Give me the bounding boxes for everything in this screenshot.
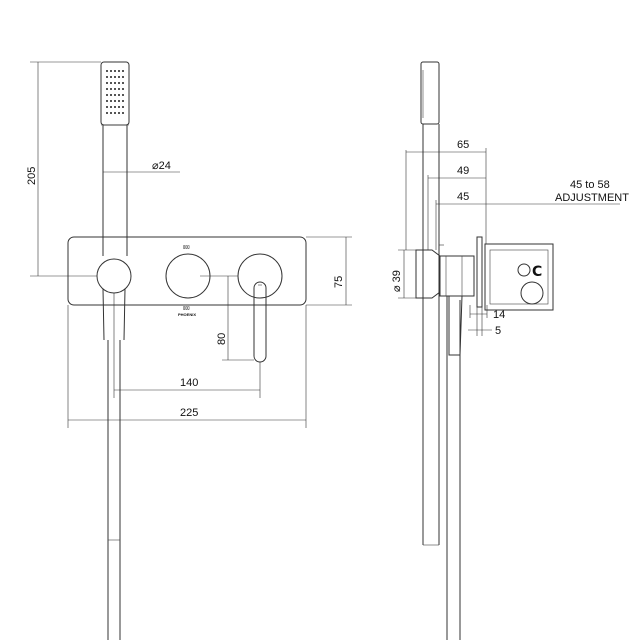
dim-75-label: 75 bbox=[333, 276, 345, 288]
dim-65-label: 65 bbox=[457, 139, 469, 151]
dim-diameter-39: ⌀ 39 bbox=[391, 249, 418, 299]
front-view: ▯▯▯ ▯▯▯ PHOENIX 205 ⌀24 75 bbox=[26, 61, 352, 640]
wall-plate bbox=[67, 236, 307, 306]
dim-225-label: 225 bbox=[180, 407, 198, 419]
valve-body-inner bbox=[489, 249, 549, 305]
adjust-label: ADJUSTMENT bbox=[555, 192, 629, 204]
hand-shower-handle bbox=[102, 125, 128, 256]
dim-5: 5 bbox=[468, 307, 501, 337]
dim-45: 45 45 to 58 ADJUSTMENT bbox=[435, 179, 629, 250]
shower-glyph-bottom: ▯▯▯ bbox=[183, 305, 190, 310]
dim-140: 140 bbox=[113, 293, 261, 398]
brand-text: PHOENIX bbox=[178, 312, 196, 317]
side-wall-plate bbox=[476, 236, 483, 308]
dim-80: 80 bbox=[200, 275, 254, 361]
inlet-port bbox=[520, 281, 544, 305]
dim-24-label: ⌀24 bbox=[152, 160, 171, 172]
valve-body bbox=[484, 243, 554, 311]
side-holder-body bbox=[439, 255, 475, 297]
side-holder bbox=[415, 249, 441, 299]
dim-39-label: ⌀ 39 bbox=[391, 270, 403, 292]
dim-diameter-24: ⌀24 bbox=[103, 160, 180, 173]
dim-75: 75 bbox=[306, 236, 352, 306]
inlet-outlet bbox=[517, 263, 531, 277]
side-shower-head bbox=[420, 61, 440, 125]
dim-14-label: 14 bbox=[493, 309, 505, 321]
adjust-range-label: 45 to 58 bbox=[570, 179, 610, 191]
shower-holder bbox=[96, 258, 132, 294]
dim-5-label: 5 bbox=[495, 325, 501, 337]
dim-140-label: 140 bbox=[180, 377, 198, 389]
mixer-lever bbox=[253, 281, 267, 363]
side-view: C 65 49 45 45 to 58 ADJUSTMENT ⌀ 39 bbox=[391, 61, 629, 640]
dim-49-label: 49 bbox=[457, 165, 469, 177]
shower-glyph-top: ▯▯▯ bbox=[183, 244, 190, 249]
spray-nozzles bbox=[106, 70, 124, 114]
dim-205: 205 bbox=[26, 61, 101, 277]
side-mixer-lever bbox=[448, 295, 463, 356]
dim-65: 65 bbox=[405, 139, 487, 250]
dim-225: 225 bbox=[67, 305, 307, 428]
side-shower-handle bbox=[422, 124, 440, 545]
dim-205-label: 205 bbox=[26, 167, 38, 185]
side-shower-hose bbox=[446, 296, 461, 640]
dim-80-label: 80 bbox=[216, 333, 228, 345]
mixer-body bbox=[237, 253, 283, 299]
dim-45-label: 45 bbox=[457, 191, 469, 203]
dim-49: 49 bbox=[427, 165, 486, 250]
dim-14: 14 bbox=[469, 305, 505, 321]
inlet-symbol: C bbox=[532, 264, 542, 280]
